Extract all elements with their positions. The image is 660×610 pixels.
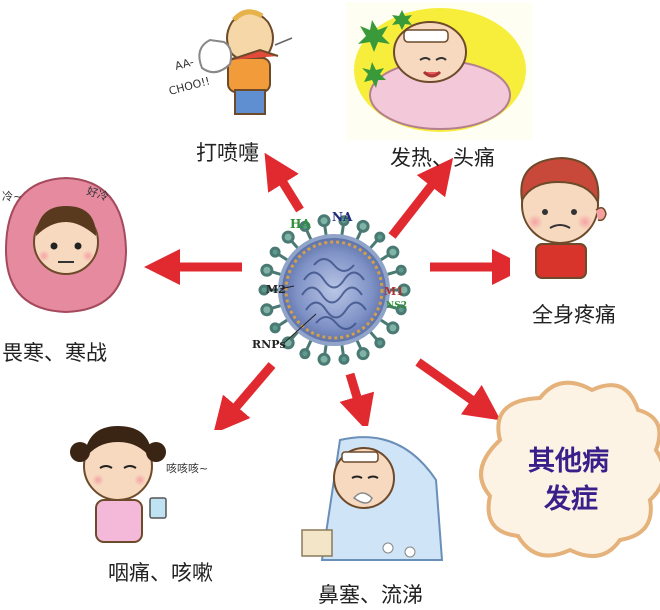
symptom-labels: 打喷嚏 发热、头痛 全身疼痛 畏寒、寒战 咽痛、咳嗽 鼻塞、流涕 — [2, 141, 616, 607]
virus-spike-head — [260, 303, 274, 317]
arrows — [144, 152, 528, 434]
influenza-virus-diagram: HA NA M2 M1 NS2 RNPs — [252, 210, 411, 366]
virus-spike-head — [356, 219, 370, 233]
cloud-shape — [479, 380, 660, 559]
fever-cartoon — [346, 2, 532, 140]
nasal-cartoon — [298, 426, 446, 566]
label-sneeze: 打喷嚏 — [196, 141, 259, 165]
virus-spike-head — [386, 245, 400, 259]
sore-throat-cartoon: 咳咳咳~ — [62, 426, 232, 556]
virus-spike-head — [338, 353, 350, 365]
arrow-to-nasal — [339, 372, 375, 432]
virus-spike-head — [258, 284, 270, 296]
virus-spike-head — [281, 230, 295, 244]
virus-spike-head — [269, 246, 281, 258]
arrow-to-fever — [388, 157, 454, 239]
arrow-to-sore-throat — [213, 362, 276, 434]
body-ache-cartoon — [510, 156, 620, 280]
label-fever: 发热、头痛 — [390, 146, 495, 170]
label-m2: M2 — [266, 283, 286, 296]
arrow-to-other — [415, 358, 501, 421]
virus-spike-head — [395, 264, 407, 276]
other-line-2: 发症 — [543, 483, 598, 515]
label-sore-throat: 咽痛、咳嗽 — [108, 561, 213, 585]
label-body-ache: 全身疼痛 — [532, 303, 616, 327]
virus-spike-head — [374, 231, 386, 243]
virus-spike-head — [317, 352, 331, 366]
arrow-to-sneeze — [264, 152, 304, 213]
cough-text: 咳咳咳~ — [166, 461, 208, 475]
virus-spike-head — [395, 304, 407, 316]
label-chills: 畏寒、寒战 — [2, 341, 107, 365]
label-ns2: NS2 — [386, 301, 407, 311]
label-ha: HA — [290, 217, 311, 231]
virus-spike-head — [374, 337, 386, 349]
virus-spike-head — [281, 336, 295, 350]
label-na: NA — [332, 210, 353, 224]
chills-text-cold-2: 冷~ — [2, 190, 22, 203]
sneeze-text-aa: AA- — [173, 55, 195, 73]
label-rnps: RNPs — [252, 338, 286, 351]
virus-envelope — [278, 234, 390, 346]
other-complications-cloud: 其他病 发症 — [479, 380, 660, 559]
chills-text-cold: 好冷 — [85, 184, 110, 204]
other-line-1: 其他病 — [528, 446, 609, 477]
virus-spike-head — [386, 321, 400, 335]
sneeze-cartoon: AA- CHOO!! — [167, 5, 298, 125]
virus-spike-head — [299, 348, 311, 360]
virus-spike-head — [397, 283, 411, 297]
virus-spike-head — [338, 215, 350, 227]
chills-cartoon: 好冷 冷~ — [0, 172, 132, 320]
virus-spike-head — [317, 214, 331, 228]
virus-spike-head — [299, 220, 311, 232]
virus-spike-head — [260, 263, 274, 277]
label-m1: M1 — [384, 285, 404, 298]
virus-spike-head — [356, 347, 370, 361]
virus-spike-head — [269, 322, 281, 334]
label-nasal: 鼻塞、流涕 — [318, 583, 423, 607]
